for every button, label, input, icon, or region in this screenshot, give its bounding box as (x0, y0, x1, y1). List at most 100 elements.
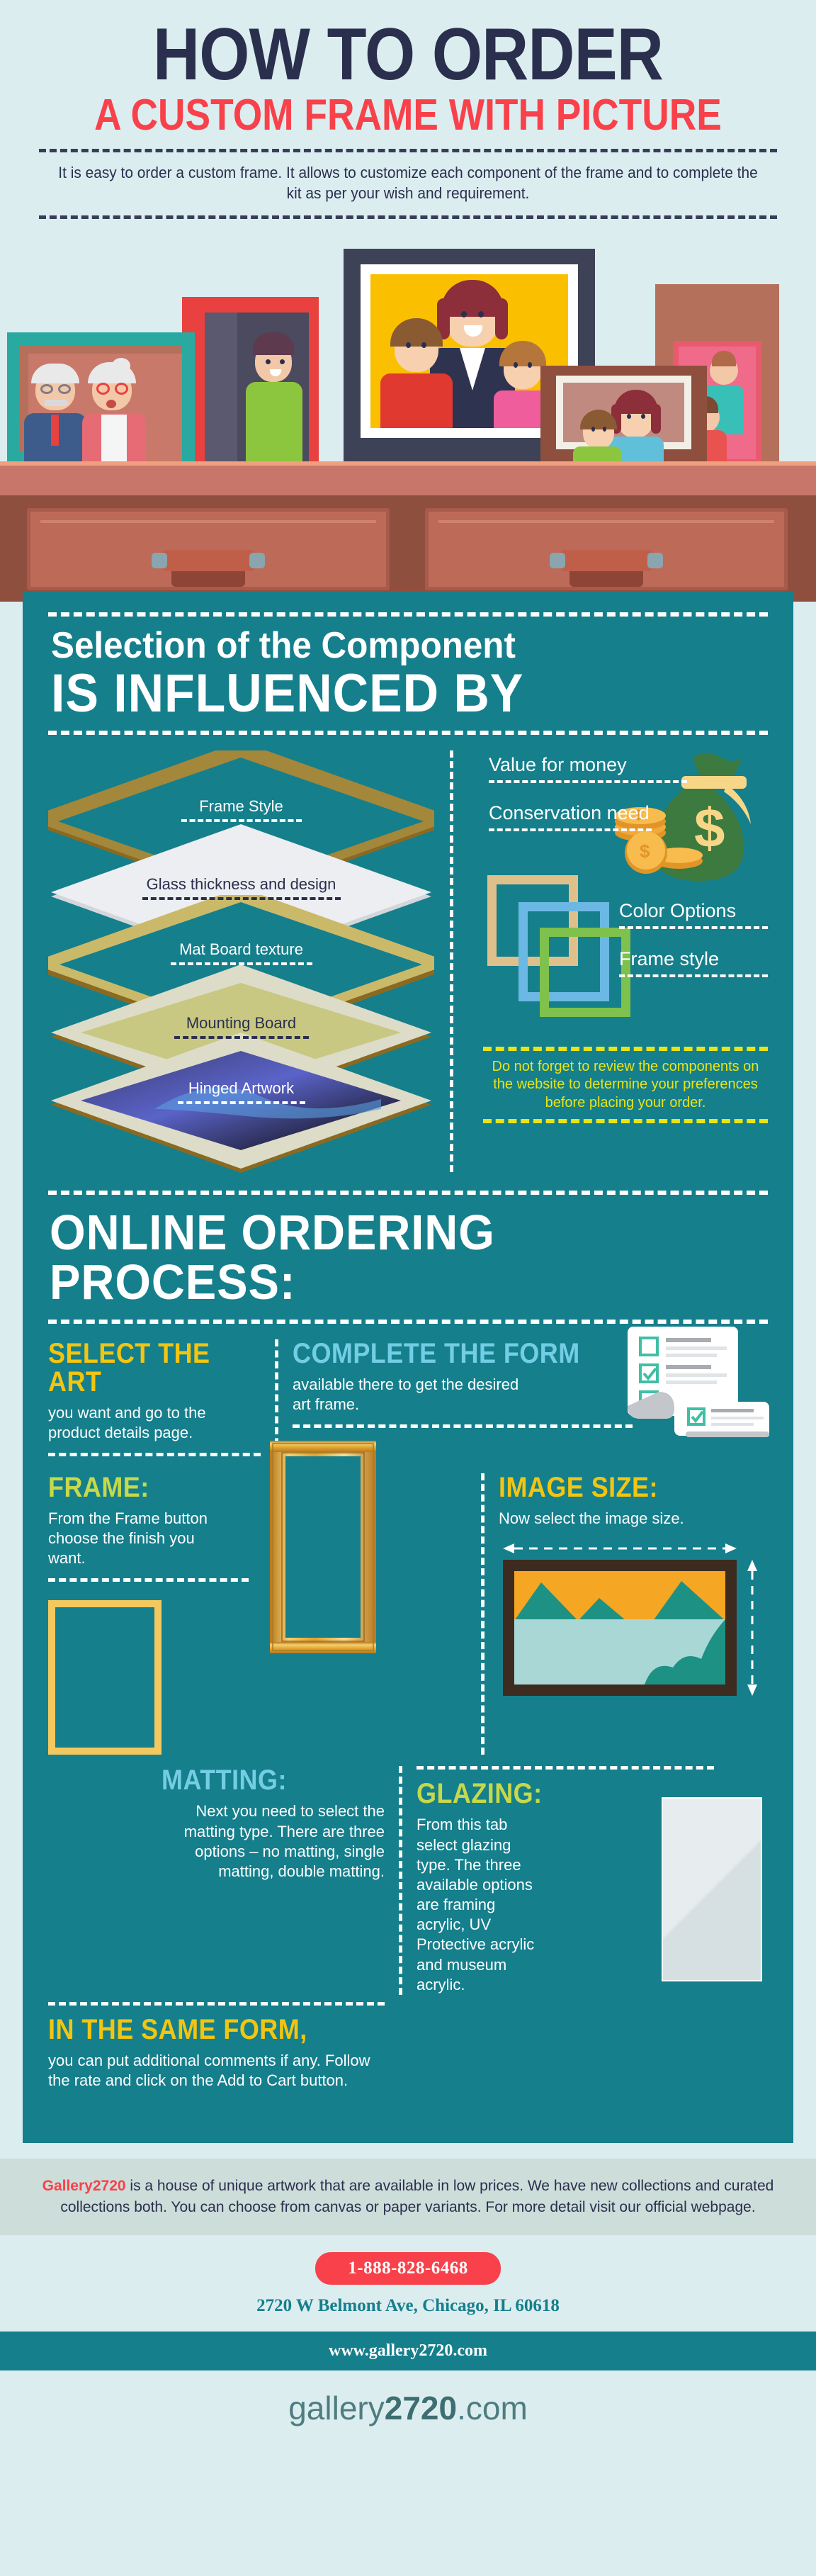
factor-conservation-need: Conservation need (489, 802, 652, 832)
hero-illustration (0, 233, 816, 602)
step-divider-frame (48, 1578, 249, 1582)
process-divider-bottom (48, 1319, 768, 1324)
step-body-select-the-art: you want and go to the product details p… (48, 1403, 206, 1441)
main-teal-panel: Selection of the Component IS INFLUENCED… (23, 591, 793, 2144)
diamond-label-frame-style: Frame Style (48, 797, 434, 822)
selection-columns: Frame Style Glass thickness and design (23, 741, 768, 1173)
footer-logo: gallery2720.com (0, 2370, 816, 2448)
process-row-4: IN THE SAME FORM, you can put additional… (48, 2001, 768, 2091)
step-divider-complete-the-form (293, 1424, 633, 1428)
infographic-page: HOW TO ORDER A CUSTOM FRAME WITH PICTURE… (0, 0, 816, 2448)
influence-factors-column: $ $ (469, 750, 768, 1172)
ornate-gold-frame-icon (270, 1440, 376, 1653)
about-text: Gallery2720 is a house of unique artwork… (39, 2176, 777, 2218)
image-size-illustration (499, 1539, 768, 1702)
step-title-matting: MATTING: (162, 1765, 287, 1796)
step-glazing: GLAZING: From this tab select glazing ty… (416, 1766, 768, 1994)
step-body-in-the-same-form: you can put additional comments if any. … (48, 2051, 370, 2089)
shelf-top (0, 461, 816, 496)
step-complete-the-form: COMPLETE THE FORM available there to get… (293, 1326, 769, 1456)
color-options-icon (487, 874, 650, 1017)
diamond-label-mounting-board: Mounting Board (48, 1014, 434, 1039)
step-body-frame: From the Frame button choose the finish … (48, 1509, 208, 1568)
about-brand: Gallery2720 (42, 2178, 126, 2195)
step-body-complete-the-form: available there to get the desired art f… (293, 1375, 519, 1413)
checklist-form-icon (625, 1324, 774, 1446)
note-divider-top (483, 1046, 768, 1051)
step-body-matting: Next you need to select the matting type… (183, 1802, 385, 1880)
photo-frame-red (182, 297, 319, 468)
diamond-label-mat-board: Mat Board texture (48, 940, 434, 965)
svg-text:$: $ (694, 797, 725, 859)
step-in-the-same-form: IN THE SAME FORM, you can put additional… (48, 2001, 385, 2091)
page-subtitle: A CUSTOM FRAME WITH PICTURE (94, 90, 722, 140)
step-body-image-size: Now select the image size. (499, 1509, 684, 1527)
photo-frame-navy-family (344, 249, 595, 466)
drawer-handle-left-icon (152, 550, 265, 587)
drawer-handle-right-icon (550, 550, 663, 587)
process-row-1: SELECT THE ART you want and go to the pr… (48, 1326, 769, 1456)
process-row1-divider (275, 1339, 278, 1456)
process-row-2: FRAME: From the Frame button choose the … (48, 1440, 768, 1755)
teal-divider-1 (48, 612, 768, 617)
step-title-image-size: IMAGE SIZE: (499, 1471, 658, 1503)
cabinet-drawer-left (27, 508, 390, 591)
selection-heading-line2: IS INFLUENCED BY (51, 663, 524, 724)
process-heading: ONLINE ORDERING PROCESS: (50, 1204, 495, 1310)
diamond-label-hinged-artwork: Hinged Artwork (48, 1079, 434, 1104)
svg-text:$: $ (635, 808, 642, 823)
factor-frame-style: Frame style (619, 948, 768, 978)
step-body-glazing: From this tab select glazing type. The t… (416, 1816, 535, 1993)
step-divider-select-the-art (48, 1452, 261, 1456)
step-select-the-art: SELECT THE ART you want and go to the pr… (48, 1339, 261, 1456)
about-section: Gallery2720 is a house of unique artwork… (0, 2159, 816, 2235)
website-bar[interactable]: www.gallery2720.com (0, 2331, 816, 2370)
process-divider-top (48, 1190, 768, 1195)
photo-frame-wood-couple (540, 366, 707, 466)
selection-heading-line1: Selection of the Component (51, 625, 516, 667)
divider-bottom (39, 215, 777, 220)
about-body: is a house of unique artwork that are av… (60, 2178, 774, 2215)
yellow-frame-outline-icon (48, 1600, 162, 1755)
step-title-select-the-art: SELECT THE ART (48, 1337, 210, 1397)
process-row-3: MATTING: Next you need to select the mat… (48, 1766, 768, 1995)
contact-section: 1-888-828-6468 2720 W Belmont Ave, Chica… (0, 2234, 816, 2332)
factor-color-options: Color Options (619, 900, 768, 930)
header-section: HOW TO ORDER A CUSTOM FRAME WITH PICTURE… (0, 0, 816, 220)
cabinet-body (0, 495, 816, 602)
component-diamond-stack: Frame Style Glass thickness and design (23, 741, 459, 1173)
same-form-divider (48, 2001, 385, 2006)
address-text: 2720 W Belmont Ave, Chicago, IL 60618 (256, 2295, 560, 2315)
glazing-pane-icon (662, 1797, 762, 1982)
review-note-block: Do not forget to review the components o… (483, 1046, 768, 1124)
svg-text:$: $ (640, 840, 650, 862)
step-frame: FRAME: From the Frame button choose the … (48, 1473, 249, 1755)
step-matting: MATTING: Next you need to select the mat… (48, 1766, 385, 1994)
review-note-text: Do not forget to review the components o… (492, 1058, 759, 1110)
logo-light-text: gallery (288, 2389, 385, 2426)
diamond-label-glass: Glass thickness and design (48, 875, 434, 900)
money-bag-icon: $ $ (608, 748, 771, 904)
logo-bold-text: 2720 (384, 2389, 458, 2426)
website-url[interactable]: www.gallery2720.com (329, 2341, 487, 2360)
process-row2-divider (481, 1473, 484, 1755)
logo-tld-text: .com (457, 2389, 528, 2426)
teal-divider-2 (48, 730, 768, 735)
step-title-in-the-same-form: IN THE SAME FORM, (48, 2013, 307, 2045)
diamond-hinged-artwork: Hinged Artwork (48, 1031, 434, 1173)
cabinet-drawer-right (425, 508, 788, 591)
phone-button[interactable]: 1-888-828-6468 (315, 2251, 501, 2285)
divider-top (39, 148, 777, 152)
process-row3-divider (399, 1766, 402, 1995)
step-title-complete-the-form: COMPLETE THE FORM (293, 1337, 580, 1369)
photo-frame-teal-grandparents (7, 332, 195, 466)
factor-value-for-money: Value for money (489, 754, 687, 784)
step-image-size: IMAGE SIZE: Now select the image size. (499, 1473, 768, 1755)
step-title-frame: FRAME: (48, 1471, 149, 1503)
page-title: HOW TO ORDER (153, 13, 664, 96)
glazing-divider (416, 1766, 714, 1770)
note-divider-bottom (483, 1119, 768, 1124)
column-divider (450, 750, 453, 1172)
step-title-glazing: GLAZING: (416, 1778, 543, 1810)
header-description: It is easy to order a custom frame. It a… (58, 163, 758, 203)
